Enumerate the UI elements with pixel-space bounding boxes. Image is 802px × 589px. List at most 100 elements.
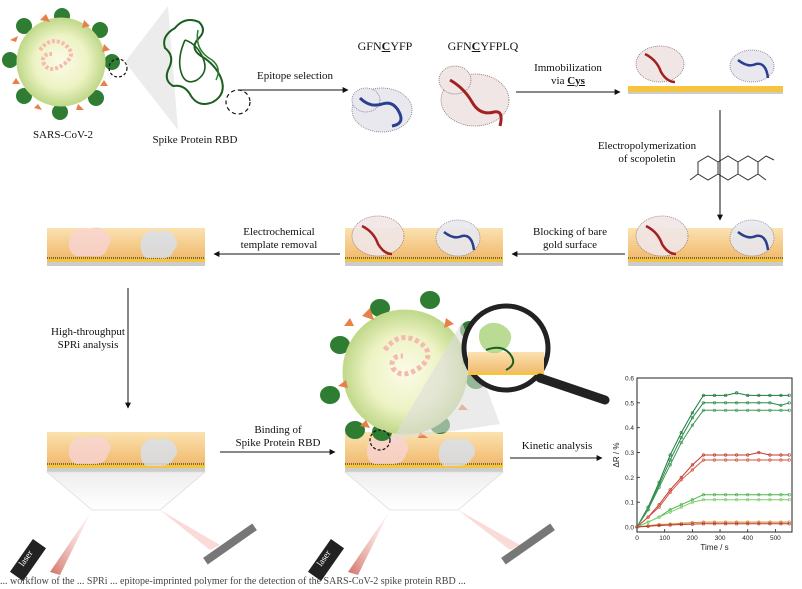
binding-label: Binding of Spike Protein RBD [235,424,321,449]
series-point-6 [668,510,672,514]
series-point-6 [746,498,750,502]
series-point-6 [757,498,761,502]
series-point-4 [779,458,783,462]
series-point-4 [679,478,683,482]
magnifier-icon [392,303,610,440]
series-point-8 [768,522,772,526]
series-point-3 [757,450,761,455]
series-point-3 [690,463,695,467]
series-line-1 [636,402,790,528]
series-point-3 [768,453,772,457]
series-point-2 [746,408,750,412]
series-point-0 [787,393,791,398]
series-point-1 [701,401,706,405]
series-point-8 [657,523,661,528]
series-point-5 [779,493,783,497]
series-point-0 [668,453,672,457]
series-point-5 [701,493,706,497]
series-point-1 [723,401,728,405]
series-point-4 [723,458,728,462]
series-point-2 [690,423,695,427]
series-point-1 [712,401,717,405]
y-tick-label: 0.1 [625,500,634,507]
series-point-6 [723,498,728,502]
series-line-6 [636,499,790,528]
series-point-1 [679,436,683,440]
series-point-1 [779,403,783,407]
series-point-2 [779,408,783,412]
y-tick-label: 0.6 [625,376,634,383]
detector-center-icon [501,523,555,565]
series-point-0 [690,411,695,415]
detector-left-icon [203,523,257,565]
y-tick-label: 0.5 [625,400,634,407]
series-point-5 [768,493,772,497]
imprinted-surface-icon [47,227,205,266]
series-point-6 [787,498,791,502]
series-point-5 [734,493,739,497]
series-point-6 [701,498,706,502]
y-tick-label: 0.3 [625,450,634,457]
series-point-6 [779,498,783,502]
series-point-4 [690,468,695,472]
series-point-2 [757,408,761,412]
series-point-5 [712,493,717,497]
series-point-5 [746,493,750,497]
high-throughput-label: High-throughput SPRi analysis [51,326,125,351]
polymer-template-surface-icon [345,215,503,266]
blocking-label: Blocking of bare gold surface [533,226,607,251]
series-point-6 [646,520,650,524]
series-point-1 [668,458,672,462]
x-tick-label: 500 [770,535,781,542]
series-point-4 [712,458,717,462]
series-point-1 [746,401,750,405]
series-point-0 [734,391,739,395]
series-point-2 [768,408,772,412]
series-line-8 [636,523,790,528]
series-point-2 [712,408,717,412]
series-point-0 [768,393,772,398]
series-point-8 [668,523,672,527]
series-point-5 [723,493,728,497]
series-point-1 [787,401,791,405]
y-tick-label: 0.4 [625,425,634,432]
series-line-7 [636,521,790,528]
binding-surface-icon [343,432,520,575]
series-point-5 [787,493,791,497]
immobilization-label: Immobilization via Cys [534,62,602,87]
x-tick-label: 200 [687,535,698,542]
series-point-4 [746,458,750,462]
series-point-5 [757,493,761,497]
virus-icon [2,8,128,120]
series-point-8 [646,524,650,528]
series-point-6 [734,498,739,502]
series-point-8 [690,522,695,526]
epitope-blue-icon [351,87,413,133]
series-point-4 [668,490,672,494]
rbd-label: Spike Protein RBD [152,134,238,146]
epitope-selection-label: Epitope selection [256,70,334,82]
series-point-8 [779,522,783,526]
series-point-4 [757,458,761,462]
laser-center-icon [307,539,345,581]
series-point-3 [746,453,750,457]
x-tick-label: 100 [659,535,670,542]
immobilized-surface-icon [628,45,783,94]
series-line-3 [636,451,790,528]
series-point-4 [646,515,650,519]
series-point-0 [712,393,717,398]
series-point-2 [734,408,739,412]
kinetic-analysis-label: Kinetic analysis [521,440,593,452]
series-point-8 [679,522,683,527]
series-point-0 [746,393,750,398]
series-point-6 [679,505,683,509]
series-point-4 [657,505,661,509]
series-line-0 [636,392,790,528]
laser-left-icon [9,539,47,581]
series-point-0 [757,393,761,398]
series-point-0 [701,393,706,398]
template-removal-label: Electrochemical template removal [240,226,318,251]
spri-surface-icon [45,432,220,575]
